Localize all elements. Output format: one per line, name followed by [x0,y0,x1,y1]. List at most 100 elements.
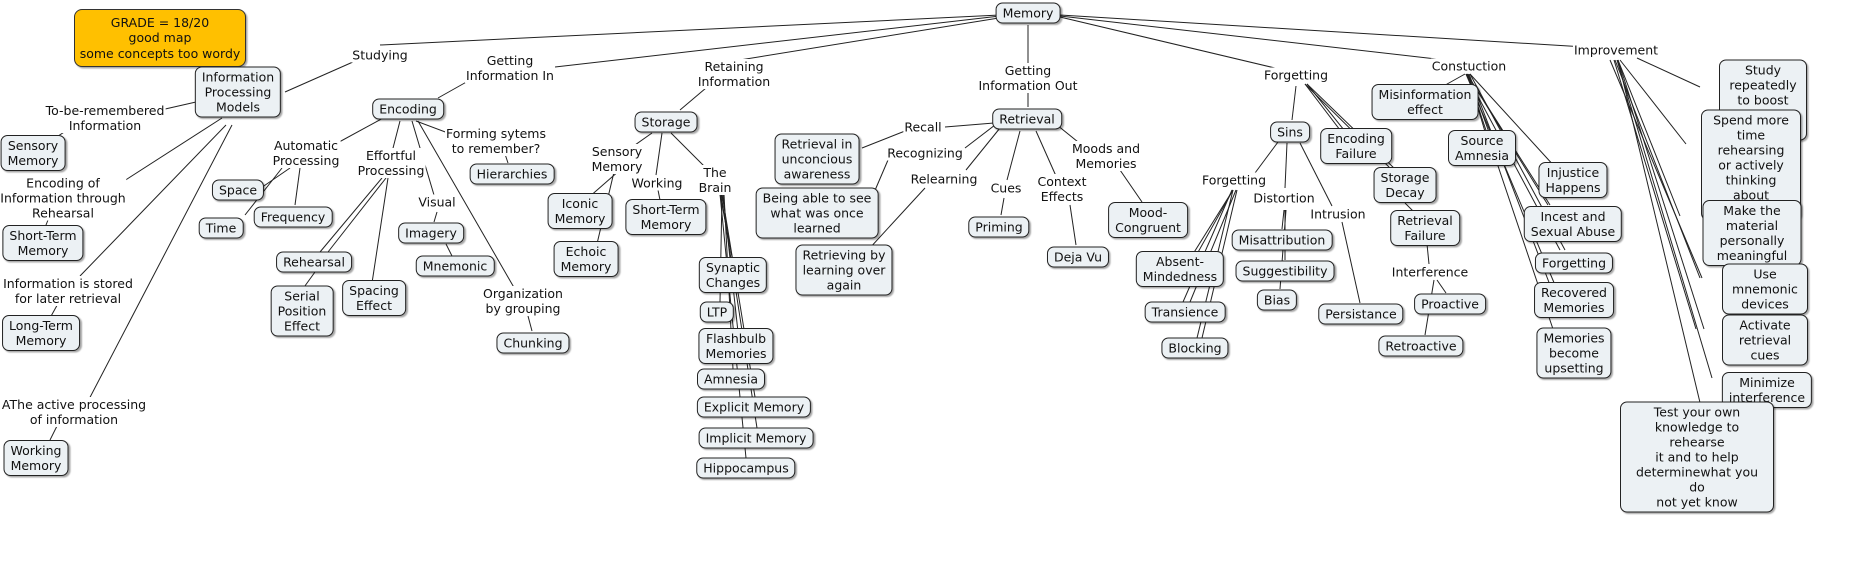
concept-working-memory[interactable]: Working Memory [3,440,69,476]
concept-short-term-memory[interactable]: Short-Term Memory [2,225,84,261]
concept-retroactive[interactable]: Retroactive [1378,335,1464,357]
connector-line [944,122,995,128]
concept-blocking[interactable]: Blocking [1161,337,1229,359]
link-label-intrusion: Intrusion [1309,206,1367,222]
concept-transience[interactable]: Transience [1144,301,1226,323]
connector-line [109,117,223,191]
concept-being-able-to-see[interactable]: Being able to see what was once learned [755,187,879,239]
link-label-moods-memories: Moods and Memories [1070,141,1142,171]
concept-retrieval[interactable]: Retrieval [992,108,1062,130]
concept-memories-become-upsetting[interactable]: Memories become upsetting [1536,327,1612,379]
concept-make-meaningful[interactable]: Make the material personally meaningful [1702,200,1802,266]
concept-amnesia[interactable]: Amnesia [697,368,765,390]
link-label-recall: Recall [903,119,943,135]
connector-line [79,124,227,277]
concept-flashbulb-memories[interactable]: Flashbulb Memories [698,328,774,364]
concept-injustice-happens[interactable]: Injustice Happens [1538,162,1608,198]
connector-line [1469,73,1557,169]
connector-line [1069,204,1077,246]
concept-imagery[interactable]: Imagery [398,222,464,244]
connector-line [670,132,709,171]
concept-rehearsal[interactable]: Rehearsal [276,251,352,273]
connector-line [714,16,1006,65]
concept-frequency[interactable]: Frequency [253,206,333,228]
concept-storage-decay[interactable]: Storage Decay [1373,167,1437,203]
concept-echoic-memory[interactable]: Echoic Memory [553,241,619,277]
concept-misattribution[interactable]: Misattribution [1231,229,1333,251]
concept-test-your-knowledge[interactable]: Test your own knowledge to rehearse it a… [1620,401,1774,513]
concept-mnemonic[interactable]: Mnemonic [415,255,495,277]
concept-memory[interactable]: Memory [995,2,1061,24]
link-label-interference: Interference [1390,264,1470,280]
concept-sensory-memory[interactable]: Sensory Memory [0,135,66,171]
concept-use-mnemonic-devices[interactable]: Use mnemonic devices [1722,263,1808,315]
concept-iconic-memory[interactable]: Iconic Memory [547,193,613,229]
concept-implicit-memory[interactable]: Implicit Memory [698,427,814,449]
concept-priming[interactable]: Priming [968,216,1030,238]
concept-misinformation-effect[interactable]: Misinformation effect [1371,84,1479,120]
concept-encoding-failure[interactable]: Encoding Failure [1320,128,1392,164]
concept-source-amnesia[interactable]: Source Amnesia [1448,130,1516,166]
connector-line [1299,142,1333,207]
concept-hierarchies[interactable]: Hierarchies [469,163,555,185]
concept-encoding[interactable]: Encoding [372,98,444,120]
concept-time[interactable]: Time [198,217,244,239]
concept-synaptic-changes[interactable]: Synaptic Changes [698,257,768,293]
connector-line [1636,57,1701,88]
concept-bias[interactable]: Bias [1256,289,1298,311]
connector-line [527,315,533,332]
connector-line [1059,14,1586,48]
connector-line [1304,83,1341,131]
connector-line [445,243,453,257]
concept-deja-vu[interactable]: Deja Vu [1046,246,1110,268]
grade-note: GRADE = 18/20 good map some concepts too… [74,9,246,67]
concept-sins[interactable]: Sins [1270,121,1310,143]
concept-serial-position-effect[interactable]: Serial Position Effect [270,285,334,337]
connector-line [371,177,389,284]
concept-explicit-memory[interactable]: Explicit Memory [696,396,812,418]
connector-line [1614,59,1701,279]
connector-line [679,87,707,111]
connector-line [1617,59,1681,217]
link-label-active-processing: AThe active processing of information [0,397,148,427]
concept-incest-sexual-abuse[interactable]: Incest and Sexual Abuse [1523,206,1623,242]
concept-minimize-interference[interactable]: Minimize interference [1721,372,1813,408]
concept-retrieving-by-learning[interactable]: Retrieving by learning over again [795,244,893,296]
concept-hippocampus[interactable]: Hippocampus [696,457,796,479]
concept-spacing-effect[interactable]: Spacing Effect [342,280,406,316]
concept-chunking[interactable]: Chunking [496,332,570,354]
concept-short-term-memory-2[interactable]: Short-Term Memory [625,199,707,235]
connector-line [417,120,517,292]
concept-storage[interactable]: Storage [634,111,698,133]
concept-ltp[interactable]: LTP [699,301,735,323]
concept-forgetting-construction[interactable]: Forgetting [1534,252,1614,274]
concept-long-term-memory[interactable]: Long-Term Memory [2,315,80,351]
concept-retrieval-unconscious[interactable]: Retrieval in unconcious awareness [774,133,860,185]
connector-line [1059,16,1276,69]
concept-persistance[interactable]: Persistance [1318,303,1404,325]
connector-line [1341,221,1361,304]
concept-proactive[interactable]: Proactive [1414,293,1486,315]
connector-line [1426,243,1430,265]
connector-line [1436,279,1447,294]
link-label-forgetting-sub: Forgetting [1200,172,1268,188]
concept-suggestibility[interactable]: Suggestibility [1235,260,1335,282]
concept-information-processing-models[interactable]: Information Processing Models [194,66,282,118]
concept-recovered-memories[interactable]: Recovered Memories [1534,282,1614,318]
concept-retrieval-failure[interactable]: Retrieval Failure [1390,210,1460,246]
connector-line [1281,209,1285,230]
link-label-forgetting: Forgetting [1262,67,1330,83]
link-label-effortful-processing: Effortful Processing [356,148,426,178]
connector-line [719,193,747,459]
concept-activate-retrieval-cues[interactable]: Activate retrieval cues [1722,314,1808,366]
concept-space[interactable]: Space [211,179,265,201]
connector-line [437,79,471,99]
link-label-context-effects: Context Effects [1036,174,1088,204]
connector-line [379,14,1001,46]
concept-absent-mindedness[interactable]: Absent- Mindedness [1135,251,1225,287]
link-label-to-be-remembered: To-be-remembered Information [44,103,166,133]
connector-line [964,124,996,149]
connector-line [1284,142,1288,189]
concept-mood-congruent[interactable]: Mood- Congruent [1108,202,1188,238]
link-label-working: Working [630,175,684,191]
